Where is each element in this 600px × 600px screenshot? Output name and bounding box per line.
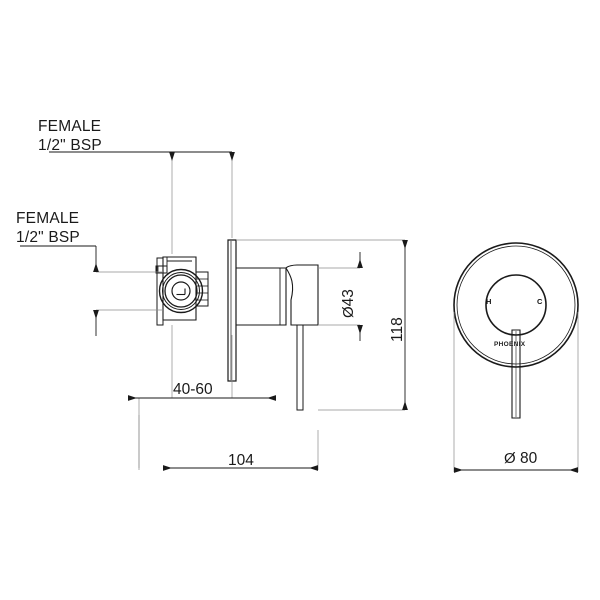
cold-indicator-label: C (537, 297, 543, 306)
dimension-label-118: 118 (389, 317, 406, 342)
inlet-boss-circles (158, 268, 204, 314)
wall-plate (227, 239, 237, 382)
diameter-symbol-icon-2: Ø (504, 450, 516, 467)
diameter-symbol-icon: Ø (340, 306, 357, 318)
note-female-bsp-bottom-line1: FEMALE (16, 210, 80, 227)
note-female-bsp-bottom: FEMALE 1/2" BSP (16, 209, 80, 247)
dimension-label-104: 104 (228, 452, 254, 469)
leader-note-top (49, 151, 235, 161)
note-female-bsp-top-line2: 1/2" BSP (38, 137, 102, 154)
extension-lines (96, 152, 405, 470)
note-female-bsp-top: FEMALE 1/2" BSP (38, 117, 102, 155)
front-lever-stem (511, 329, 521, 419)
side-view (20, 151, 408, 471)
note-female-bsp-top-line1: FEMALE (38, 118, 102, 135)
lever-handle-stem (296, 324, 304, 411)
hot-indicator-label: H (486, 297, 492, 306)
valve-body-outline (155, 256, 209, 326)
dimension-label-dia-80: Ø 80 (504, 450, 537, 468)
front-view (453, 242, 579, 473)
dimension-value-43: 43 (340, 289, 357, 307)
note-female-bsp-bottom-line2: 1/2" BSP (16, 229, 80, 246)
mixer-barrel (236, 267, 287, 326)
dimension-label-40-60: 40-60 (173, 381, 213, 398)
leader-note-bottom (20, 245, 99, 336)
brand-logo-text: PHOENIX (494, 341, 526, 348)
front-view-extension-lines (453, 312, 579, 472)
lever-handle-head (285, 264, 319, 326)
dimension-label-dia-43: Ø43 (340, 289, 358, 318)
dimension-value-80: 80 (519, 450, 538, 467)
